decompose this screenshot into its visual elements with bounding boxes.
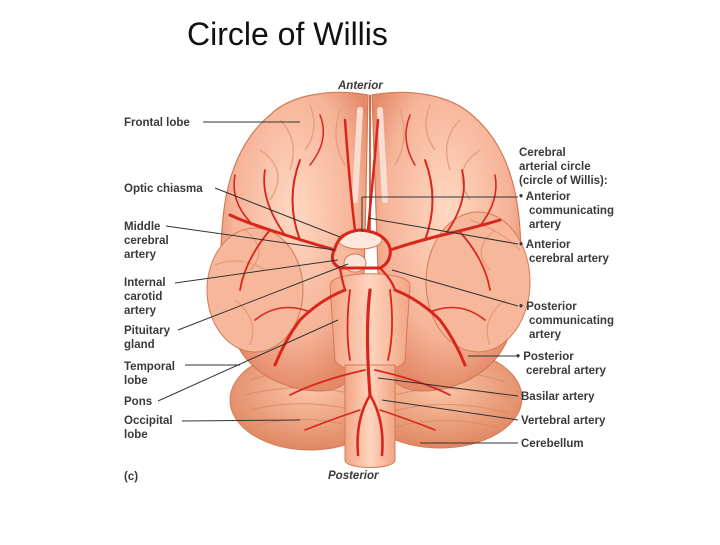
label-posterior-communicating-artery: • Posterior communicating artery bbox=[519, 301, 614, 341]
label-internal-carotid-artery: Internal carotid artery bbox=[124, 277, 166, 317]
label-anterior-communicating-artery: • Anterior communicating artery bbox=[519, 191, 614, 231]
label-vertebral-artery: Vertebral artery bbox=[521, 415, 606, 427]
bullet: • bbox=[519, 191, 526, 203]
label-pons: Pons bbox=[124, 396, 153, 408]
page-title: Circle of Willis bbox=[187, 16, 388, 52]
bullet: • bbox=[516, 351, 524, 363]
label-anterior-cerebral-artery: • Anterior cerebral artery bbox=[519, 239, 609, 265]
label-occipital-lobe: Occipital lobe bbox=[124, 415, 173, 441]
label-optic-chiasma: Optic chiasma bbox=[124, 183, 203, 195]
label-posterior-cerebral-artery: • Posterior cerebral artery bbox=[516, 351, 606, 377]
leader-lines bbox=[157, 121, 519, 444]
panel-letter: (c) bbox=[124, 471, 139, 483]
bullet: • bbox=[519, 301, 527, 313]
arteries bbox=[228, 114, 502, 457]
label-circle-of-willis-heading: Cerebral arterial circle (circle of Will… bbox=[519, 147, 608, 187]
label-basilar-artery: Basilar artery bbox=[521, 391, 595, 403]
posterior-orientation-label: Posterior bbox=[328, 470, 379, 482]
label-cerebellum: Cerebellum bbox=[521, 438, 584, 450]
pons-shape bbox=[329, 273, 411, 372]
label-middle-cerebral-artery: Middle cerebral artery bbox=[124, 221, 169, 261]
bullet: • bbox=[519, 239, 526, 251]
anterior-orientation-label: Anterior bbox=[338, 80, 383, 92]
label-frontal-lobe: Frontal lobe bbox=[124, 117, 190, 129]
label-pituitary-gland: Pituitary gland bbox=[124, 325, 171, 351]
label-temporal-lobe: Temporal lobe bbox=[124, 361, 175, 387]
